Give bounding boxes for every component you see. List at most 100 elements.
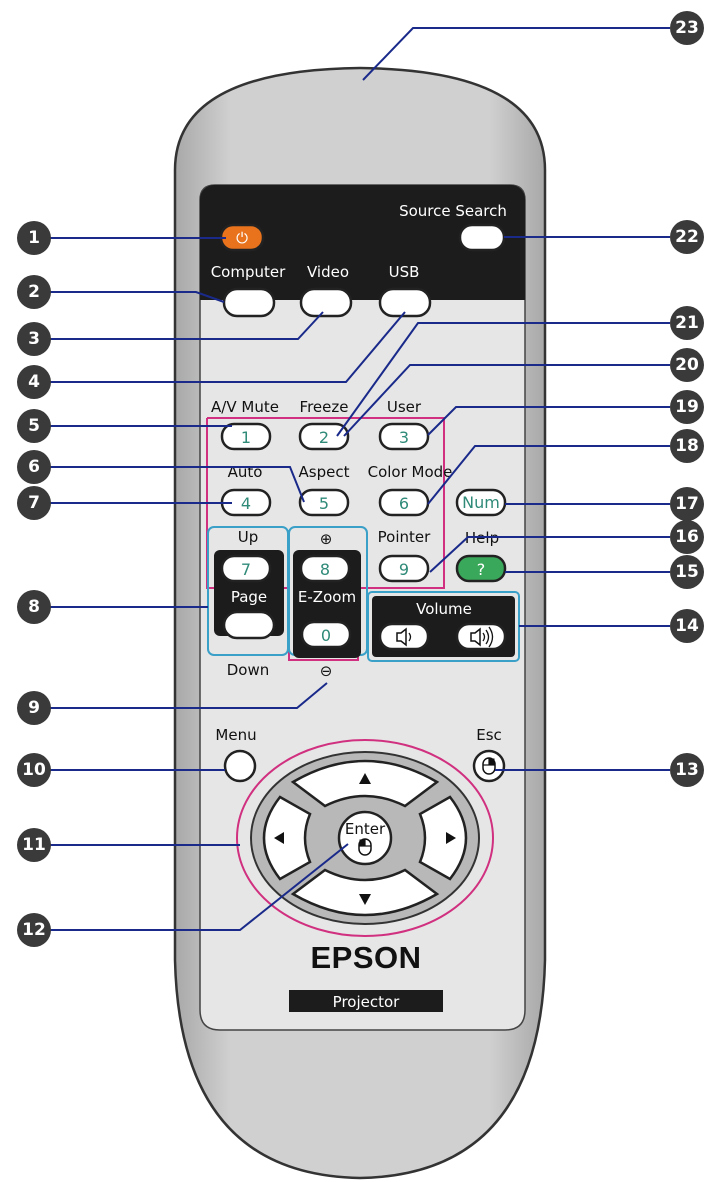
menu-button[interactable] — [223, 749, 257, 783]
callout-15: 15 — [670, 555, 704, 589]
user-label: User — [387, 398, 422, 416]
volume-label: Volume — [416, 600, 472, 618]
callout-13: 13 — [670, 753, 704, 787]
product-label: Projector — [333, 993, 400, 1011]
svg-text:17: 17 — [675, 494, 699, 514]
callout-23: 23 — [670, 11, 704, 45]
svg-text:10: 10 — [22, 760, 46, 780]
callout-18: 18 — [670, 429, 704, 463]
mouse-right-click-icon — [482, 757, 496, 775]
enter-label: Enter — [345, 820, 386, 838]
svg-text:22: 22 — [675, 227, 699, 247]
svg-text:2: 2 — [28, 282, 40, 302]
svg-text:9: 9 — [28, 698, 40, 718]
help-button[interactable] — [455, 554, 507, 583]
source-search-button[interactable] — [458, 223, 506, 252]
callout-4: 4 — [17, 365, 51, 399]
svg-text:11: 11 — [22, 835, 46, 855]
page-button[interactable] — [222, 610, 276, 640]
ezoom-label: E-Zoom — [298, 588, 356, 606]
callout-16: 16 — [670, 520, 704, 554]
av-mute-label: A/V Mute — [211, 398, 279, 416]
svg-text:8: 8 — [28, 597, 40, 617]
svg-text:4: 4 — [28, 372, 40, 392]
down-arrow-button[interactable] — [290, 868, 440, 917]
digit-9: 9 — [399, 560, 409, 579]
callout-12: 12 — [17, 913, 51, 947]
digit-3: 3 — [399, 428, 409, 447]
volume-down-icon — [396, 627, 412, 647]
aspect-button[interactable] — [298, 488, 350, 517]
zoom-out-icon: ⊖ — [320, 662, 333, 680]
volume-up-button[interactable] — [455, 622, 507, 651]
esc-button[interactable] — [472, 749, 506, 783]
aspect-label: Aspect — [299, 463, 350, 481]
callout-2: 2 — [17, 275, 51, 309]
zoom-out-0-button[interactable] — [300, 620, 352, 649]
left-arrow-icon — [274, 832, 284, 844]
user-button[interactable] — [378, 422, 430, 451]
pointer-9-button[interactable] — [378, 554, 430, 583]
left-arrow-button[interactable] — [262, 795, 312, 881]
digit-8: 8 — [320, 560, 330, 579]
num-button[interactable] — [455, 488, 507, 517]
nav-cluster-outline — [236, 739, 494, 937]
svg-text:6: 6 — [28, 457, 40, 477]
down-label: Down — [227, 661, 270, 679]
usb-button[interactable] — [378, 287, 432, 318]
up-label: Up — [238, 528, 259, 546]
callout-11: 11 — [17, 828, 51, 862]
zoom-in-icon: ⊕ — [320, 530, 333, 548]
freeze-button[interactable] — [298, 422, 350, 451]
right-arrow-button[interactable] — [418, 795, 468, 881]
svg-text:23: 23 — [675, 18, 699, 38]
computer-button[interactable] — [222, 287, 276, 318]
usb-label: USB — [389, 263, 420, 281]
svg-text:16: 16 — [675, 527, 699, 547]
svg-text:18: 18 — [675, 436, 699, 456]
callout-1: 1 — [17, 221, 51, 255]
volume-down-button[interactable] — [378, 622, 430, 651]
menu-label: Menu — [215, 726, 256, 744]
svg-text:7: 7 — [28, 493, 40, 513]
callout-3: 3 — [17, 322, 51, 356]
callout-lines — [50, 27, 670, 931]
up-7-button[interactable] — [220, 554, 272, 583]
callout-7: 7 — [17, 486, 51, 520]
digit-5: 5 — [319, 494, 329, 513]
enter-button[interactable] — [337, 810, 393, 866]
svg-text:20: 20 — [675, 355, 699, 375]
help-question-icon: ? — [477, 560, 486, 579]
callout-9: 9 — [17, 691, 51, 725]
digit-7: 7 — [241, 560, 251, 579]
brand-logo: EPSON — [310, 940, 421, 975]
callout-6: 6 — [17, 450, 51, 484]
video-label: Video — [307, 263, 349, 281]
callout-10: 10 — [17, 753, 51, 787]
digit-2: 2 — [319, 428, 329, 447]
av-mute-button[interactable] — [220, 422, 272, 451]
digit-1: 1 — [241, 428, 251, 447]
source-search-label: Source Search — [399, 202, 507, 220]
svg-text:15: 15 — [675, 562, 699, 582]
video-button[interactable] — [299, 287, 353, 318]
callout-14: 14 — [670, 609, 704, 643]
svg-text:12: 12 — [22, 920, 46, 940]
pointer-label: Pointer — [378, 528, 431, 546]
digit-0: 0 — [321, 626, 331, 645]
freeze-label: Freeze — [300, 398, 349, 416]
svg-text:14: 14 — [675, 616, 699, 636]
zoom-in-8-button[interactable] — [299, 554, 351, 583]
callout-22: 22 — [670, 220, 704, 254]
volume-up-icon — [470, 626, 494, 648]
up-arrow-icon — [359, 773, 371, 784]
callout-17: 17 — [670, 487, 704, 521]
computer-label: Computer — [211, 263, 286, 281]
svg-text:13: 13 — [675, 760, 699, 780]
callout-5: 5 — [17, 409, 51, 443]
power-icon: ⏻ — [236, 229, 248, 247]
esc-label: Esc — [476, 726, 502, 744]
page-label: Page — [231, 588, 267, 606]
svg-text:19: 19 — [675, 397, 699, 417]
